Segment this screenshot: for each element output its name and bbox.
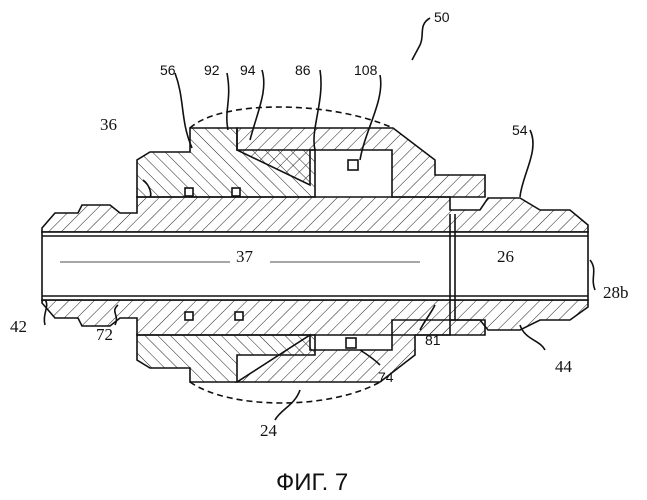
label-72: 72 — [96, 325, 113, 344]
label-24: 24 — [260, 421, 278, 440]
label-37: 37 — [236, 247, 254, 266]
label-42: 42 — [10, 317, 27, 336]
label-28b: 28b — [603, 283, 629, 302]
bore — [42, 232, 588, 300]
tube-upper-wall — [42, 197, 588, 232]
tube-lower-wall — [42, 300, 588, 335]
label-74: 74 — [378, 369, 394, 385]
label-36: 36 — [100, 115, 117, 134]
label-94: 94 — [240, 62, 256, 78]
label-92: 92 — [204, 62, 220, 78]
label-108: 108 — [354, 62, 378, 78]
label-50: 50 — [434, 9, 450, 25]
label-56: 56 — [160, 62, 176, 78]
label-81: 81 — [425, 332, 441, 348]
label-44: 44 — [555, 357, 573, 376]
label-26: 26 — [497, 247, 514, 266]
figure-caption: ФИГ. 7 — [276, 469, 348, 496]
label-54: 54 — [512, 122, 528, 138]
label-86: 86 — [295, 62, 311, 78]
